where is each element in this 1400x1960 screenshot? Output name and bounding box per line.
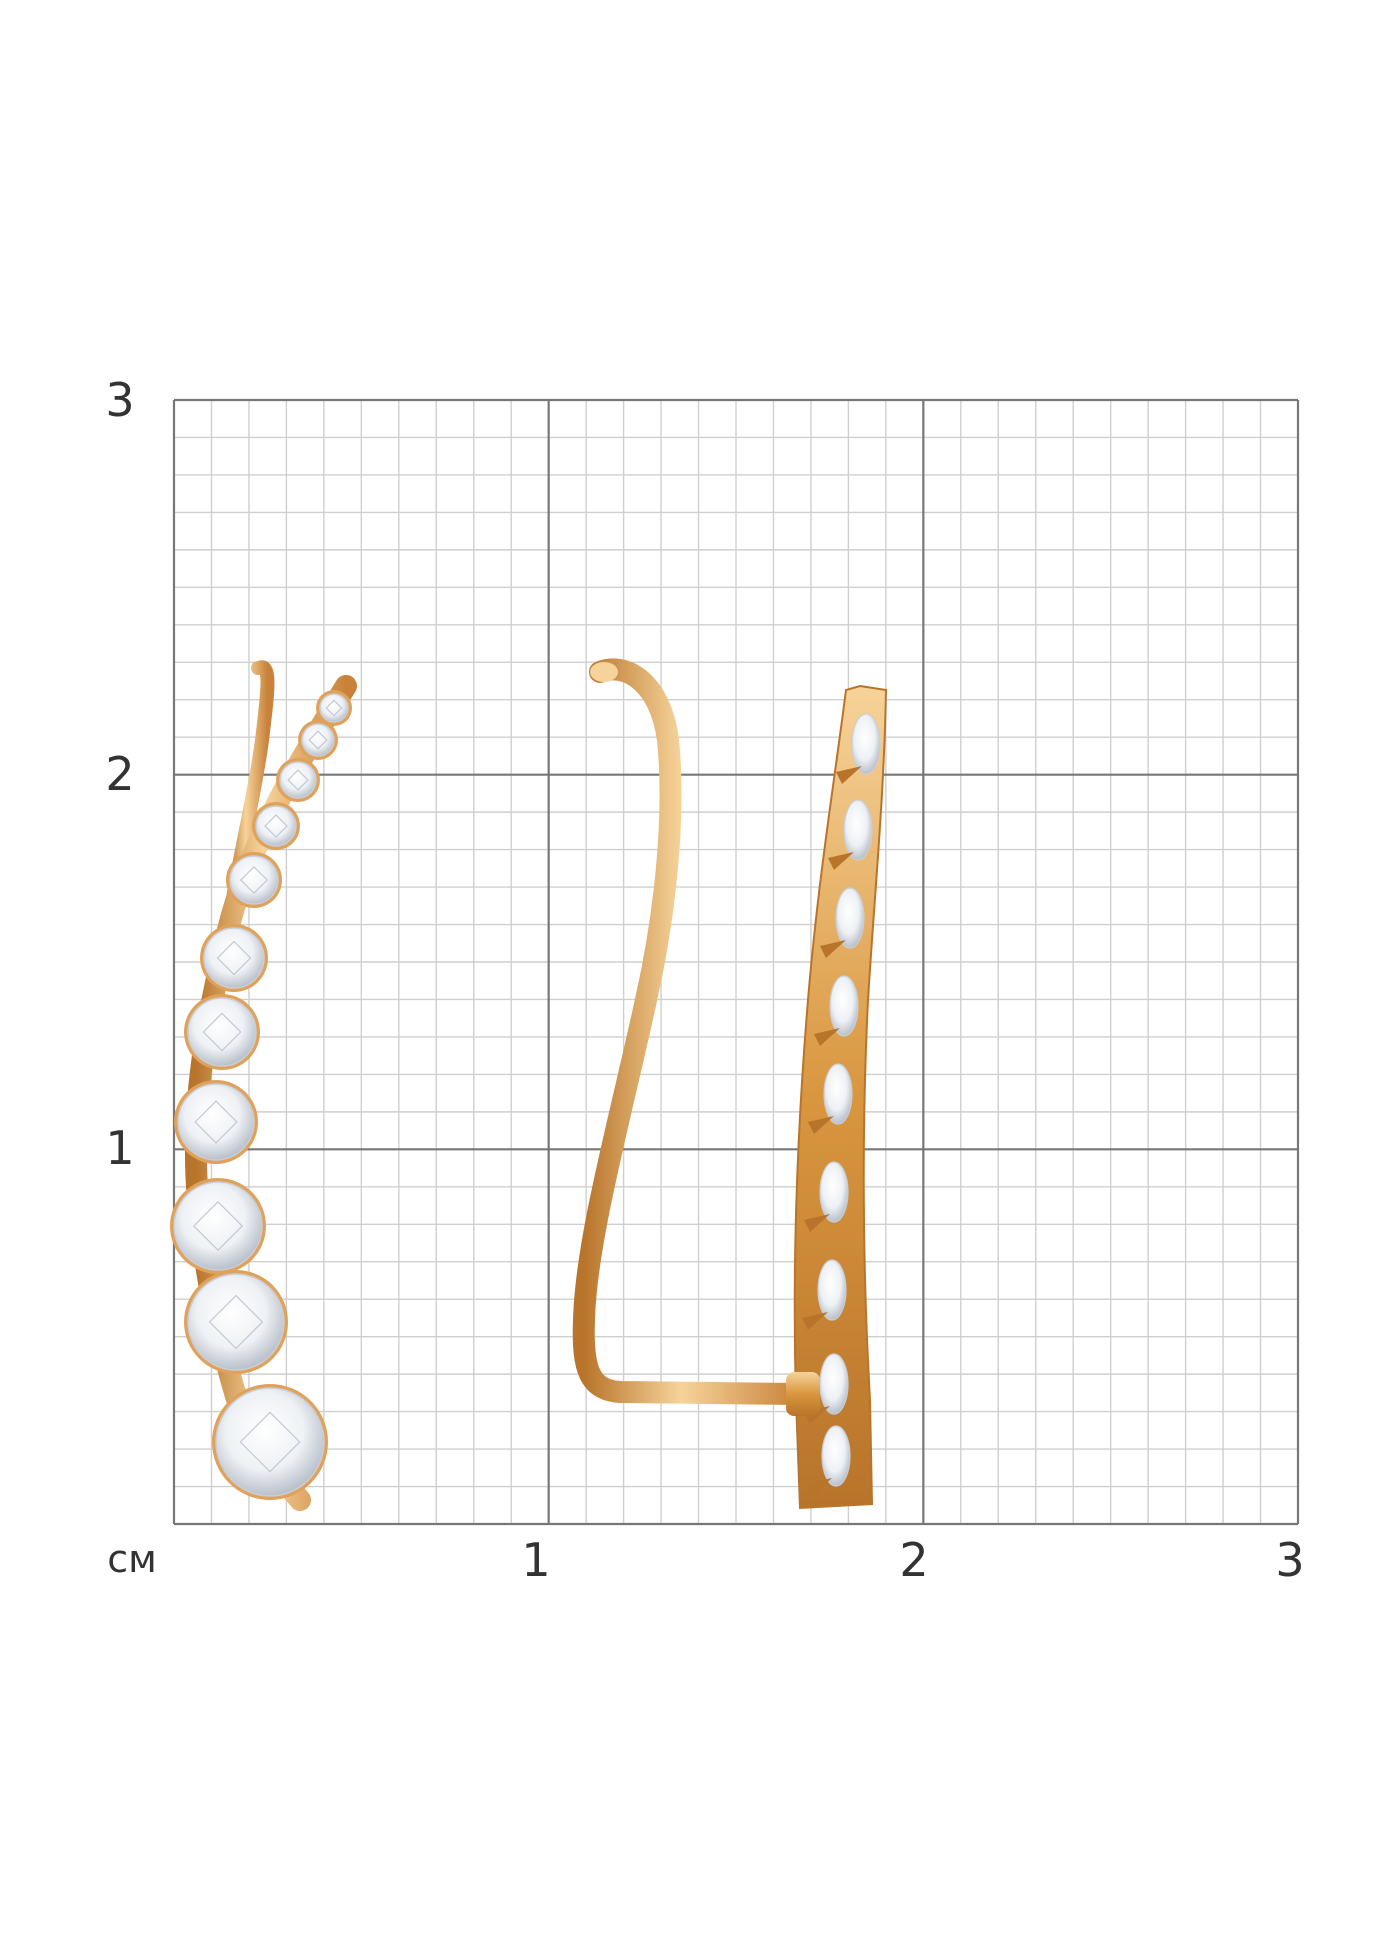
- side-prong: [828, 852, 854, 870]
- cubic-zirconia-stone: [203, 927, 265, 989]
- cubic-zirconia-stone: [173, 1181, 263, 1271]
- y-tick-label-3: 3: [105, 373, 134, 427]
- cubic-zirconia-stone: [255, 805, 297, 847]
- side-stone: [829, 975, 859, 1037]
- cubic-zirconia-stone: [229, 855, 279, 905]
- measurement-grid: [172, 398, 1300, 1526]
- cubic-zirconia-stone: [187, 1273, 285, 1371]
- grid-minor-lines: [174, 400, 1298, 1524]
- side-hook-tip: [590, 662, 618, 682]
- stone-facet: [287, 769, 309, 791]
- cubic-zirconia-stone: [301, 723, 335, 757]
- stone-facet: [216, 940, 252, 976]
- x-axis-labels: см 1 2 3: [107, 1533, 1304, 1587]
- stone-facet: [239, 1411, 301, 1473]
- side-stone: [843, 799, 873, 861]
- stone-facet: [202, 1012, 242, 1052]
- side-prong: [836, 766, 862, 784]
- side-stone: [821, 1425, 851, 1487]
- y-axis-labels: 3 2 1: [105, 373, 134, 1175]
- side-prong: [814, 1028, 840, 1046]
- cubic-zirconia-stone: [279, 761, 317, 799]
- stone-facet: [264, 814, 288, 838]
- side-stone: [835, 887, 865, 949]
- y-tick-label-2: 2: [105, 747, 134, 801]
- side-stone: [819, 1161, 849, 1223]
- side-stone: [817, 1259, 847, 1321]
- cubic-zirconia-stone: [319, 693, 349, 723]
- side-stone: [819, 1353, 849, 1415]
- stone-facet: [194, 1100, 238, 1144]
- cubic-zirconia-stone: [215, 1387, 325, 1497]
- earring-front-view: [170, 660, 357, 1511]
- unit-label: см: [107, 1537, 157, 1581]
- side-prong: [804, 1214, 830, 1232]
- stone-facet: [308, 730, 328, 750]
- side-junction: [786, 1372, 820, 1416]
- side-stones: [802, 713, 881, 1496]
- x-tick-label-2: 2: [899, 1533, 928, 1587]
- y-tick-label-1: 1: [105, 1121, 134, 1175]
- x-tick-label-3: 3: [1275, 1533, 1304, 1587]
- stone-facet: [239, 865, 269, 895]
- side-prong: [802, 1312, 828, 1330]
- cubic-zirconia-stone: [177, 1083, 255, 1161]
- side-prong: [808, 1116, 834, 1134]
- grid-major-lines: [172, 398, 1300, 1526]
- stone-facet: [192, 1200, 244, 1252]
- side-hook-wire: [572, 658, 811, 1405]
- earring-side-view: [572, 658, 888, 1510]
- side-stone: [851, 713, 881, 775]
- stone-facet: [208, 1294, 264, 1350]
- side-prong: [820, 940, 846, 958]
- x-tick-label-1: 1: [521, 1533, 550, 1587]
- side-stone: [823, 1063, 853, 1125]
- side-prong: [806, 1478, 832, 1496]
- front-stones: [170, 690, 352, 1500]
- cubic-zirconia-stone: [187, 997, 257, 1067]
- stone-facet: [325, 699, 343, 717]
